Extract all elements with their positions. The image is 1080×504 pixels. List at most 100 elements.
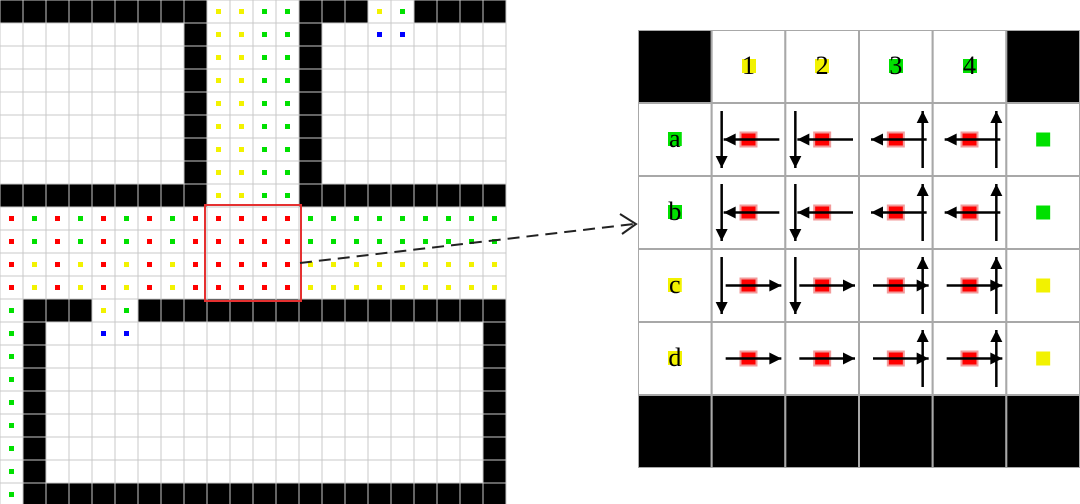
green-exit-marker: [1036, 132, 1051, 147]
direction-arrowhead: [871, 206, 883, 219]
wall-cell: [299, 184, 322, 207]
green-agent-dot: [285, 124, 290, 129]
wall-cell: [368, 299, 391, 322]
yellow-agent-dot: [216, 101, 221, 106]
wall-cell: [23, 483, 46, 504]
red-agent-dot: [239, 285, 244, 290]
red-agent-dot: [216, 239, 221, 244]
direction-arrowhead: [990, 111, 1003, 123]
yellow-agent-dot: [492, 262, 497, 267]
wall-cell: [184, 115, 207, 138]
green-agent-dot: [354, 216, 359, 221]
green-agent-dot: [262, 101, 267, 106]
green-agent-dot: [78, 216, 83, 221]
wall-cell: [23, 345, 46, 368]
yellow-agent-dot: [308, 285, 313, 290]
yellow-agent-dot: [216, 147, 221, 152]
green-agent-dot: [354, 239, 359, 244]
wall-cell: [23, 184, 46, 207]
green-agent-dot: [9, 331, 14, 336]
green-agent-dot: [400, 9, 405, 14]
red-agent-dot: [285, 216, 290, 221]
wall-cell: [483, 483, 506, 504]
green-agent-dot: [285, 78, 290, 83]
red-agent-dot: [9, 239, 14, 244]
wall-cell: [0, 184, 23, 207]
wall-cell: [230, 483, 253, 504]
row-label-d-text: d: [667, 342, 683, 372]
wall-cell: [414, 483, 437, 504]
red-agent-dot: [147, 216, 152, 221]
wall-cell: [299, 483, 322, 504]
yellow-exit-marker: [1036, 278, 1051, 293]
red-agent-dot: [55, 239, 60, 244]
red-agent-dot: [101, 239, 106, 244]
column-label-1: 1: [729, 52, 769, 79]
wall-cell: [161, 184, 184, 207]
red-agent-dot: [147, 285, 152, 290]
green-agent-dot: [492, 216, 497, 221]
red-agent-dot: [193, 216, 198, 221]
green-agent-dot: [308, 216, 313, 221]
direction-arrowhead: [789, 229, 802, 241]
direction-arrowhead: [916, 257, 929, 269]
wall-cell: [322, 184, 345, 207]
green-agent-dot: [124, 216, 129, 221]
green-agent-dot: [262, 78, 267, 83]
column-label-4-text: 4: [962, 50, 977, 80]
yellow-agent-dot: [239, 32, 244, 37]
yellow-agent-dot: [446, 262, 451, 267]
wall-cell: [299, 23, 322, 46]
yellow-agent-dot: [423, 262, 428, 267]
wall-cell: [23, 391, 46, 414]
wall-cell: [138, 184, 161, 207]
wall-cell: [391, 299, 414, 322]
wall-cell: [46, 184, 69, 207]
wall-cell: [253, 299, 276, 322]
direction-arrowhead: [797, 133, 810, 146]
red-agent-dot: [55, 216, 60, 221]
yellow-exit-marker: [1036, 351, 1051, 366]
wall-cell: [230, 299, 253, 322]
connector-arrowhead: [619, 213, 638, 235]
direction-arrowhead: [990, 184, 1003, 196]
yellow-agent-dot: [216, 78, 221, 83]
green-agent-dot: [331, 239, 336, 244]
yellow-agent-dot: [331, 285, 336, 290]
direction-arrowhead: [916, 111, 929, 123]
wall-cell: [299, 299, 322, 322]
zoom-wall-cell: [637, 29, 713, 104]
wall-cell: [161, 0, 184, 23]
blue-agent-dot: [377, 32, 382, 37]
green-agent-dot: [377, 239, 382, 244]
yellow-agent-dot: [423, 285, 428, 290]
direction-arrowhead: [843, 352, 855, 365]
red-agent-dot: [55, 262, 60, 267]
green-agent-dot: [331, 216, 336, 221]
yellow-agent-dot: [446, 285, 451, 290]
red-agent-dot: [147, 239, 152, 244]
wall-cell: [184, 138, 207, 161]
wall-cell: [23, 299, 46, 322]
direction-arrowhead: [944, 133, 957, 146]
green-agent-dot: [9, 377, 14, 382]
red-agent-dot: [9, 216, 14, 221]
red-agent-dot: [101, 262, 106, 267]
green-agent-dot: [124, 308, 129, 313]
direction-arrowhead: [789, 302, 802, 314]
yellow-agent-dot: [78, 285, 83, 290]
red-agent-dot: [9, 262, 14, 267]
yellow-agent-dot: [239, 78, 244, 83]
blue-agent-dot: [101, 331, 106, 336]
yellow-agent-dot: [216, 55, 221, 60]
wall-cell: [299, 92, 322, 115]
yellow-agent-dot: [239, 170, 244, 175]
red-agent-dot: [262, 262, 267, 267]
green-agent-dot: [423, 216, 428, 221]
wall-cell: [69, 299, 92, 322]
green-agent-dot: [32, 216, 37, 221]
green-agent-dot: [377, 216, 382, 221]
wall-cell: [207, 299, 230, 322]
row-label-a: a: [655, 125, 695, 152]
